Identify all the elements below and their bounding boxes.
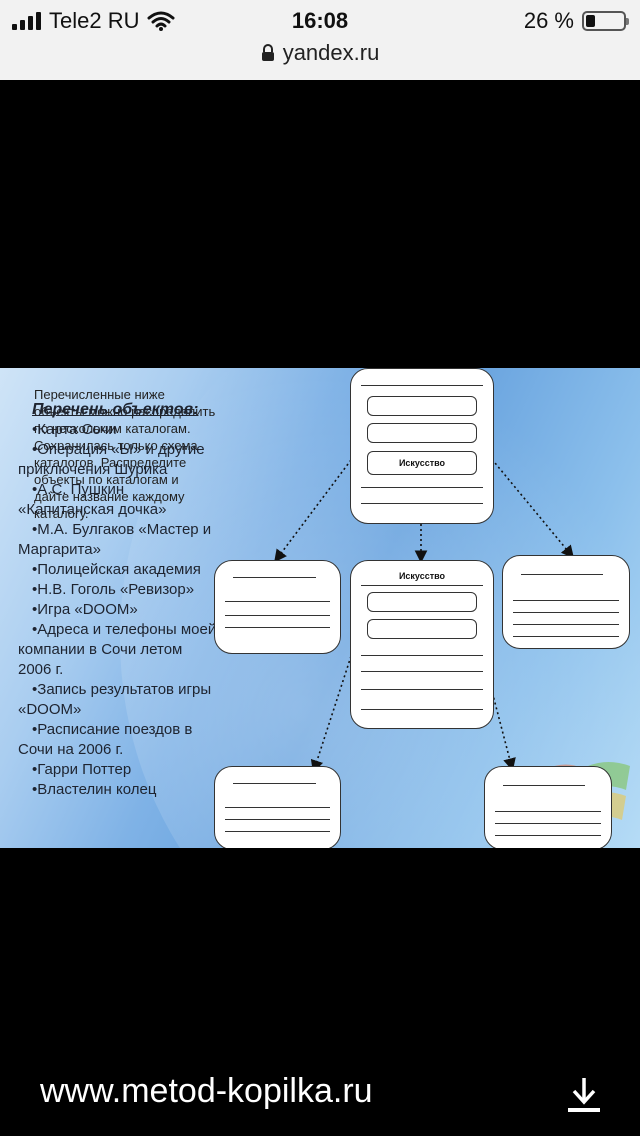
object-list: Перечень объектов: Карта Сочи Операция «…: [18, 400, 218, 800]
catalog-caption-art: Искусство: [398, 571, 446, 581]
signal-icon: [12, 12, 41, 30]
lock-icon: [261, 44, 274, 61]
address-bar[interactable]: yandex.ru: [0, 40, 640, 66]
catalog-field: [367, 423, 477, 443]
list-item: Властелин колец: [18, 780, 218, 800]
list-item: Запись результатов игры «DOOM»: [18, 680, 218, 720]
list-item: Адреса и телефоны моей компании в Сочи л…: [18, 620, 218, 680]
catalog-box-right: [502, 555, 630, 649]
wifi-icon: [147, 11, 175, 31]
battery-icon: [582, 11, 629, 31]
slide-image: Перечисленные ниже объекты можно распред…: [0, 368, 640, 848]
list-item: А.С. Пушкин «Капитанская дочка»: [18, 480, 218, 520]
catalog-field: [367, 396, 477, 416]
list-item: Н.В. Гоголь «Ревизор»: [18, 580, 218, 600]
download-icon[interactable]: [566, 1076, 602, 1114]
catalog-box-middle: Искусство: [350, 560, 494, 729]
list-title: Перечень объектов:: [32, 401, 199, 418]
list-item: Операция «Ы» и другие приключения Шурика: [18, 440, 218, 480]
url-text: yandex.ru: [282, 40, 380, 65]
catalog-field: [367, 592, 477, 612]
arrow-middle-right: [475, 629, 516, 772]
catalog-box-root: Искусство: [350, 368, 494, 524]
list-item: Расписание поездов в Сочи на 2006 г.: [18, 720, 218, 760]
source-site-link[interactable]: www.metod-kopilka.ru: [40, 1072, 373, 1110]
carrier-name: Tele2 RU: [49, 8, 140, 33]
battery-group: 26 %: [523, 8, 629, 34]
catalog-box-left: [214, 560, 341, 654]
clock: 16:08: [291, 8, 349, 33]
catalog-box-bottom-right: [484, 766, 612, 848]
catalog-field-art: Искусство: [367, 451, 477, 475]
list-item: Карта Сочи: [18, 420, 218, 440]
list-item: Игра «DOOM»: [18, 600, 218, 620]
list-item: Гарри Поттер: [18, 760, 218, 780]
carrier-group: Tele2 RU: [12, 8, 175, 34]
list-item: Полицейская академия: [18, 560, 218, 580]
battery-percent: 26 %: [523, 8, 574, 33]
list-item: М.А. Булгаков «Мастер и Маргарита»: [18, 520, 218, 560]
battery-fill: [586, 15, 595, 27]
catalog-field: [367, 619, 477, 639]
catalog-box-bottom-left: [214, 766, 341, 848]
status-bar: Tele2 RU 16:08 26 % yandex.ru: [0, 0, 640, 80]
arrow-middle-left: [310, 603, 369, 774]
